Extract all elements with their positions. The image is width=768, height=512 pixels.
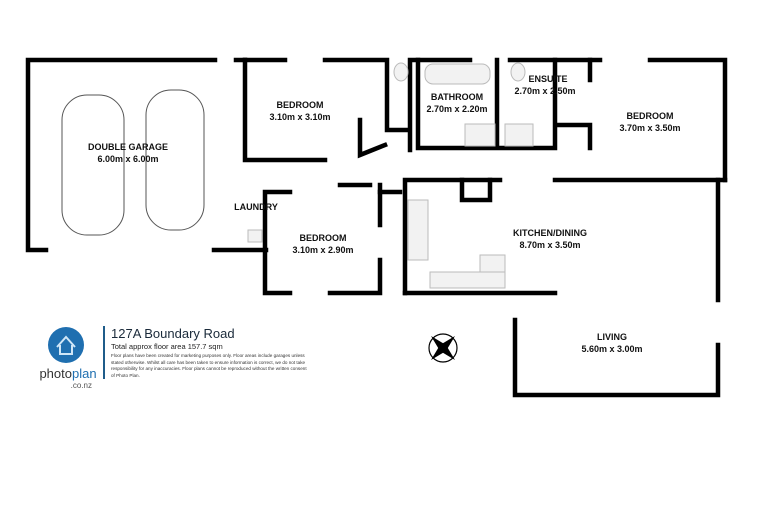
- bathroom-dims: 2.70m x 2.20m: [426, 104, 487, 114]
- kitchen-label: KITCHEN/DINING: [513, 228, 587, 238]
- floor-area: Total approx floor area 157.7 sqm: [111, 342, 223, 351]
- info-panel: 127A Boundary Road Total approx floor ar…: [103, 326, 311, 380]
- house-logo-icon: [48, 327, 84, 363]
- bedroom2-label: BEDROOM: [300, 233, 347, 243]
- ensuite-dims: 2.70m x 2.50m: [514, 86, 575, 96]
- logo-word: photoplan: [38, 366, 98, 381]
- photoplan-logo: photoplan .co.nz: [38, 326, 98, 391]
- master-bedroom-label: BEDROOM: [627, 111, 674, 121]
- fixtures: [247, 62, 534, 289]
- ensuite-label: ENSUITE: [528, 74, 567, 84]
- walls: [25, 57, 728, 398]
- bathroom-label: BATHROOM: [431, 92, 483, 102]
- bedroom2-dims: 3.10m x 2.90m: [292, 245, 353, 255]
- kitchen-dims: 8.70m x 3.50m: [519, 240, 580, 250]
- master-bedroom-dims: 3.70m x 3.50m: [619, 123, 680, 133]
- disclaimer: Floor plans have been created for market…: [111, 353, 307, 378]
- compass-icon: [428, 333, 458, 363]
- garage-label: DOUBLE GARAGE: [88, 142, 168, 152]
- bedroom1-dims: 3.10m x 3.10m: [269, 112, 330, 122]
- logo-word-b: plan: [71, 366, 97, 381]
- living-label: LIVING: [597, 332, 627, 342]
- garage-dims: 6.00m x 6.00m: [97, 154, 158, 164]
- logo-sub: .co.nz: [70, 381, 92, 390]
- laundry-label: LAUNDRY: [234, 202, 278, 212]
- cars: [61, 89, 205, 236]
- address: 127A Boundary Road: [111, 326, 235, 341]
- living-dims: 5.60m x 3.00m: [581, 344, 642, 354]
- bedroom1-label: BEDROOM: [277, 100, 324, 110]
- logo-word-a: photo: [39, 366, 72, 381]
